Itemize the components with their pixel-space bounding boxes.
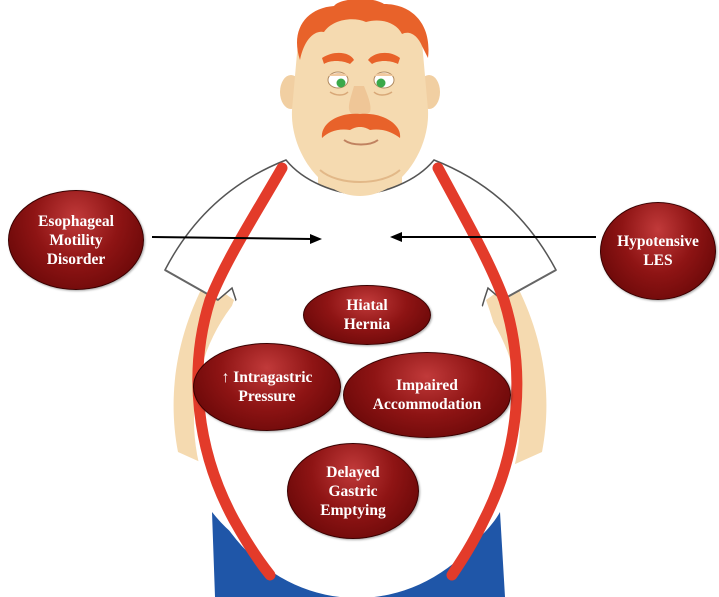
delayed-line-2: Gastric — [328, 482, 378, 500]
mouth — [343, 139, 379, 146]
esophageal-line-3: Disorder — [46, 250, 106, 268]
esophageal-line-2: Motility — [49, 231, 103, 249]
hiatal-line-2: Hernia — [343, 316, 391, 333]
right-iris — [376, 78, 386, 88]
delayed-line-3: Emptying — [320, 501, 386, 519]
double-chin — [319, 169, 401, 183]
right-eyelid — [374, 73, 394, 76]
nose — [348, 86, 371, 116]
delayed-line-1: Delayed — [326, 463, 380, 481]
hair — [297, 0, 429, 60]
esophageal-line-1: Esophageal — [38, 212, 114, 230]
delayed-gastric-emptying-label: Delayed Gastric Emptying — [287, 443, 419, 539]
right-eye-bag — [373, 91, 393, 96]
hiatal-hernia-label: Hiatal Hernia — [303, 285, 431, 345]
impaired-line-2: Accommodation — [372, 396, 482, 413]
left-eyelid — [328, 73, 348, 76]
left-arrow-shaft — [151, 236, 313, 240]
impaired-line-1: Impaired — [396, 377, 458, 394]
moustache — [321, 113, 401, 138]
left-eye-bag — [329, 91, 349, 96]
hiatal-line-1: Hiatal — [346, 297, 388, 314]
esophageal-motility-disorder-label: Esophageal Motility Disorder — [8, 190, 144, 290]
intragastric-line-2: Pressure — [238, 388, 296, 405]
right-suspender — [432, 162, 523, 581]
left-iris — [336, 78, 346, 88]
right-sleeve-hem — [501, 269, 557, 301]
right-eyebrow — [368, 52, 400, 64]
hypotensive-les-label: Hypotensive LES — [600, 202, 716, 300]
intragastric-pressure-label: ↑ Intragastric Pressure — [193, 343, 341, 431]
hypotensive-line-1: Hypotensive — [617, 233, 699, 250]
left-arrow-head — [310, 234, 322, 244]
impaired-accommodation-label: Impaired Accommodation — [343, 352, 511, 438]
intragastric-line-1: ↑ Intragastric — [221, 369, 313, 386]
right-arrow-head — [390, 232, 402, 242]
hypotensive-line-2: LES — [643, 252, 673, 269]
left-eyebrow — [322, 52, 354, 64]
